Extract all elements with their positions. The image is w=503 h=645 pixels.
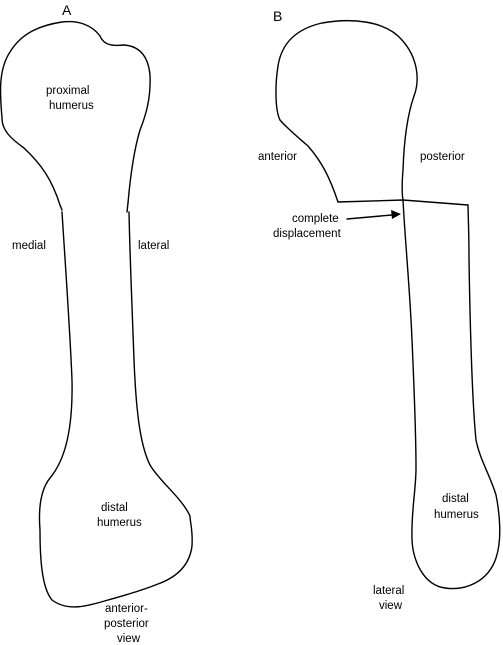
label-anterior: anterior (258, 151, 297, 163)
label-distal-humerus-b: distal humerus (434, 493, 479, 521)
svg-text:distal: distal (442, 493, 469, 505)
displacement-arrow (346, 210, 401, 220)
label-lateral-view: lateral view (373, 585, 404, 612)
panel-b-letter: B (273, 8, 282, 24)
humerus-head-outline-b (275, 19, 418, 203)
panel-a-letter: A (62, 2, 72, 18)
svg-text:humerus: humerus (434, 509, 479, 521)
label-complete-displacement: complete displacement (273, 213, 342, 240)
humerus-shaft-outline-b (402, 199, 501, 590)
panel-a: A proximal humerus medial lateral distal… (0, 2, 193, 645)
svg-text:view: view (117, 633, 141, 645)
humerus-head-outline-a (0, 20, 151, 206)
fracture-line-lateral-a (126, 202, 129, 213)
panel-b: B anterior posterior complete displaceme… (258, 8, 501, 612)
svg-text:anterior-: anterior- (105, 603, 148, 615)
label-proximal-humerus: proximal humerus (46, 85, 94, 112)
humerus-shaft-outline-a (38, 211, 193, 608)
label-anterior-posterior-view: anterior- posterior view (104, 603, 149, 645)
label-lateral: lateral (138, 240, 169, 252)
fracture-line-medial-a (59, 204, 63, 211)
svg-text:lateral: lateral (373, 585, 404, 597)
svg-text:displacement: displacement (273, 228, 342, 240)
svg-text:view: view (379, 600, 403, 612)
svg-text:humerus: humerus (49, 100, 94, 112)
svg-text:proximal: proximal (46, 85, 89, 97)
svg-text:posterior: posterior (104, 618, 149, 630)
label-posterior: posterior (420, 151, 465, 163)
svg-text:humerus: humerus (97, 517, 142, 529)
svg-text:distal: distal (101, 502, 128, 514)
label-medial: medial (12, 240, 46, 252)
svg-text:complete: complete (292, 213, 339, 225)
label-distal-humerus-a: distal humerus (97, 502, 142, 529)
